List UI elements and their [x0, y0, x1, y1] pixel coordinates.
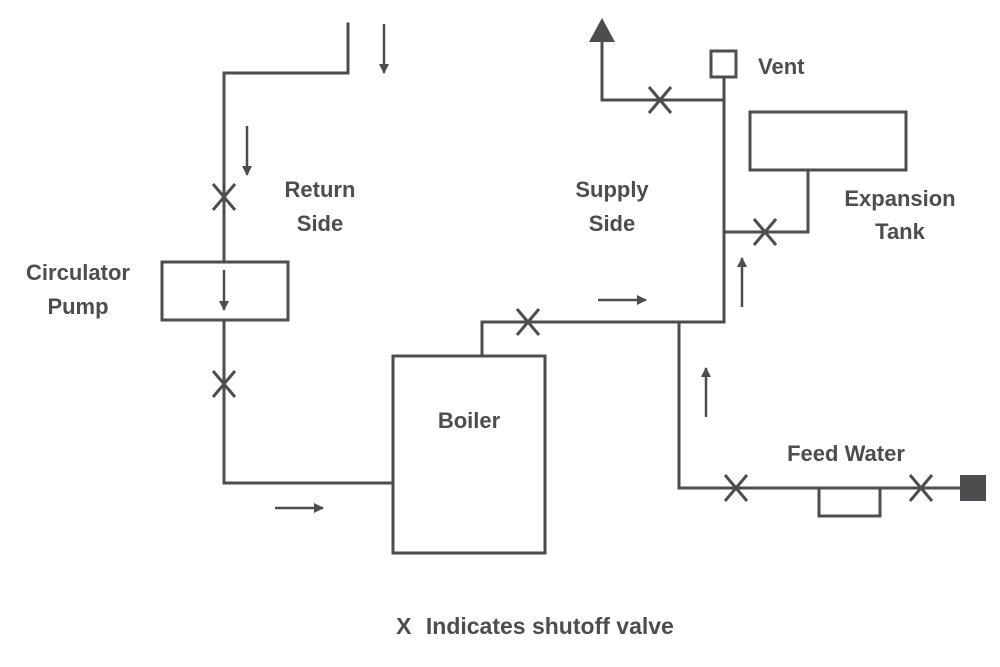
expansion-tank [748, 110, 908, 172]
expansion-tank-label: Expansion [844, 186, 955, 211]
feed-water-label: Feed Water [787, 441, 905, 466]
return-pipe-lower [222, 318, 395, 485]
expansion-tank-pipe [722, 168, 810, 234]
circulator-pump [160, 260, 290, 322]
vent-label: Vent [758, 54, 805, 79]
shutoff-valve-icon [647, 86, 673, 114]
vent-arrow-icon [589, 18, 615, 42]
shutoff-valve-icon [515, 308, 541, 336]
supply-side-label: Supply [575, 177, 649, 202]
expansion-tank-label: Tank [875, 219, 925, 244]
feed-water-source [960, 475, 986, 501]
boiler-label: Boiler [438, 408, 501, 433]
supply-pipe [480, 40, 726, 358]
shutoff-valve-icon [752, 218, 778, 246]
shutoff-valve-icon [211, 183, 237, 211]
legend-symbol: X [396, 613, 412, 639]
shutoff-valve-icon [723, 474, 749, 502]
shutoff-valve-icon [211, 370, 237, 398]
return-side-label: Side [297, 211, 343, 236]
boiler [391, 354, 547, 555]
legend-text: Indicates shutoff valve [426, 613, 674, 639]
feed-water-regulator [817, 486, 882, 518]
return-side-label: Return [285, 177, 356, 202]
vent-valve [709, 49, 738, 79]
supply-side-label: Side [589, 211, 635, 236]
circulator-pump-label: Pump [47, 294, 108, 319]
circulator-pump-label: Circulator [26, 260, 130, 285]
legend: X Indicates shutoff valve [396, 613, 674, 639]
shutoff-valve-icon [908, 474, 934, 502]
return-pipe [222, 22, 350, 264]
